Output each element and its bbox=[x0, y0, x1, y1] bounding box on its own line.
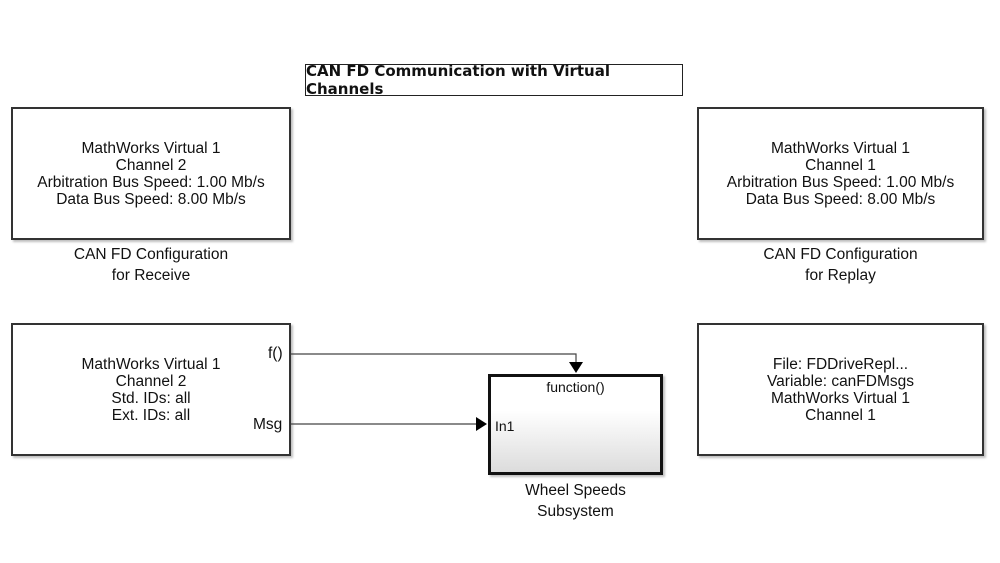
caption-line: Subsystem bbox=[537, 503, 614, 520]
caption-line: Wheel Speeds bbox=[525, 482, 626, 499]
can-fd-replay-block[interactable]: File: FDDriveRepl... Variable: canFDMsgs… bbox=[697, 323, 984, 456]
function-call-arrowhead-icon bbox=[569, 362, 583, 373]
block-text-line: Ext. IDs: all bbox=[111, 406, 191, 424]
diagram-title: CAN FD Communication with Virtual Channe… bbox=[305, 62, 683, 98]
block-text-line: Channel 2 bbox=[115, 156, 187, 174]
block-text-line: MathWorks Virtual 1 bbox=[81, 355, 221, 373]
block-text-line: Std. IDs: all bbox=[111, 389, 191, 407]
input-port-label: In1 bbox=[495, 418, 515, 434]
function-call-signal-line[interactable] bbox=[291, 353, 577, 362]
block-text-line: Channel 1 bbox=[805, 156, 876, 174]
caption-line: CAN FD Configuration bbox=[73, 246, 229, 263]
block-text-line: Arbitration Bus Speed: 1.00 Mb/s bbox=[726, 173, 955, 191]
block-text-line: Variable: canFDMsgs bbox=[766, 372, 914, 390]
function-call-output-port[interactable]: f() bbox=[268, 345, 283, 362]
can-fd-configuration-replay-caption: CAN FD Configuration for Replay bbox=[697, 244, 984, 286]
block-text-line: MathWorks Virtual 1 bbox=[771, 389, 910, 407]
can-fd-configuration-replay-block[interactable]: MathWorks Virtual 1 Channel 1 Arbitratio… bbox=[697, 107, 984, 240]
caption-line: for Receive bbox=[111, 267, 191, 284]
block-text-line: MathWorks Virtual 1 bbox=[81, 139, 221, 157]
can-fd-configuration-receive-caption: CAN FD Configuration for Receive bbox=[11, 244, 291, 286]
caption-line: CAN FD Configuration bbox=[763, 246, 918, 263]
message-output-port[interactable]: Msg bbox=[253, 416, 283, 433]
block-text-line: Arbitration Bus Speed: 1.00 Mb/s bbox=[37, 173, 265, 191]
wheel-speeds-subsystem-block[interactable]: function() In1 bbox=[488, 374, 663, 475]
block-text-line: Channel 1 bbox=[805, 406, 876, 424]
can-fd-configuration-receive-block[interactable]: MathWorks Virtual 1 Channel 2 Arbitratio… bbox=[11, 107, 291, 240]
block-text-line: MathWorks Virtual 1 bbox=[771, 139, 910, 157]
can-fd-receive-block[interactable]: MathWorks Virtual 1 Channel 2 Std. IDs: … bbox=[11, 323, 291, 456]
caption-line: for Replay bbox=[805, 267, 876, 284]
block-text-line: Data Bus Speed: 8.00 Mb/s bbox=[745, 190, 936, 208]
message-arrowhead-icon bbox=[476, 417, 487, 431]
block-text-line: Channel 2 bbox=[115, 372, 187, 390]
trigger-port-label: function() bbox=[546, 379, 605, 395]
wheel-speeds-subsystem-caption: Wheel Speeds Subsystem bbox=[488, 480, 663, 522]
block-text-line: File: FDDriveRepl... bbox=[772, 355, 909, 373]
block-text-line: Data Bus Speed: 8.00 Mb/s bbox=[56, 190, 246, 208]
